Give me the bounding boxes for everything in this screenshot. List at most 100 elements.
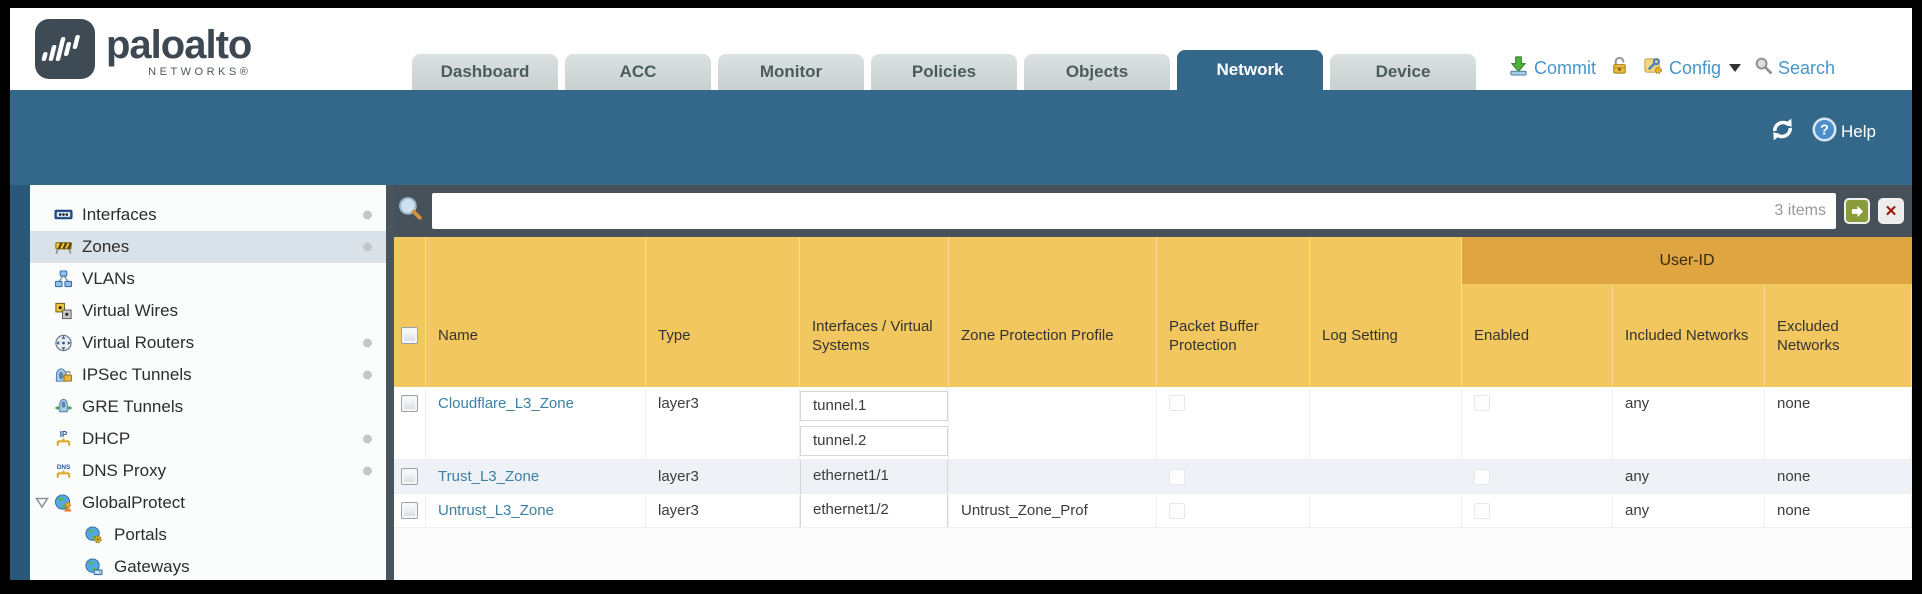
zone-name-link[interactable]: Cloudflare_L3_Zone — [438, 395, 574, 412]
commit-icon — [1508, 55, 1529, 81]
tab-policies[interactable]: Policies — [871, 54, 1017, 90]
status-dot — [363, 242, 372, 252]
sidebar-item-gateways[interactable]: Gateways — [30, 551, 386, 580]
dns-proxy-icon: DNS — [54, 462, 73, 481]
zone-name-link[interactable]: Trust_L3_Zone — [438, 468, 540, 485]
zone-protection-profile — [949, 460, 1157, 493]
status-dot — [363, 338, 372, 348]
packet-buffer-protection-checkbox[interactable] — [1169, 468, 1185, 485]
sidebar-item-ipsec-tunnels[interactable]: IPSec Tunnels — [30, 359, 386, 391]
top-actions: Commit Con — [1508, 55, 1835, 81]
commit-button[interactable]: Commit — [1508, 55, 1596, 81]
user-id-enabled-checkbox[interactable] — [1474, 395, 1490, 411]
log-setting — [1310, 460, 1462, 493]
user-id-enabled-checkbox[interactable] — [1474, 502, 1490, 519]
user-id-enabled-checkbox[interactable] — [1474, 468, 1490, 485]
globalprotect-icon — [54, 494, 73, 513]
virtual-wires-icon — [54, 302, 73, 321]
interface-value: tunnel.1 — [800, 391, 948, 421]
dhcp-icon: IP — [54, 430, 73, 449]
main-nav-tabs: Dashboard ACC Monitor Policies Objects N… — [412, 50, 1483, 90]
zone-type: layer3 — [646, 460, 800, 493]
sidebar-item-interfaces[interactable]: Interfaces — [30, 199, 386, 231]
column-header-interfaces[interactable]: Interfaces / Virtual Systems — [800, 284, 949, 387]
portals-icon — [84, 526, 103, 545]
log-setting — [1310, 387, 1462, 459]
sidebar-item-label: Gateways — [114, 557, 190, 576]
interface-value: ethernet1/1 — [800, 460, 948, 493]
sidebar-item-label: GRE Tunnels — [82, 397, 184, 416]
sidebar-item-zones[interactable]: Zones — [30, 231, 386, 263]
config-menu-button[interactable]: Config — [1643, 55, 1742, 81]
refresh-icon[interactable] — [1769, 116, 1796, 148]
tab-network[interactable]: Network — [1177, 50, 1323, 90]
column-header-included-networks[interactable]: Included Networks — [1613, 284, 1765, 387]
interface-value: tunnel.2 — [800, 426, 948, 456]
column-header-excluded-networks[interactable]: Excluded Networks — [1765, 284, 1912, 387]
column-header-name[interactable]: Name — [426, 284, 646, 387]
sidebar-item-portals[interactable]: Portals — [30, 519, 386, 551]
config-icon — [1643, 55, 1664, 81]
gre-tunnels-icon — [54, 398, 73, 417]
excluded-networks: none — [1765, 460, 1912, 493]
svg-text:IP: IP — [60, 430, 68, 439]
packet-buffer-protection-checkbox[interactable] — [1169, 395, 1185, 411]
interfaces-icon — [54, 206, 73, 225]
checkbox[interactable] — [401, 327, 418, 344]
table-row-trust-l3-zone: Trust_L3_Zone layer3 ethernet1/1 any non… — [394, 460, 1912, 494]
chevron-down-icon — [1729, 64, 1742, 72]
zones-table-header: User-ID Name Type Interfaces / Virtual S… — [394, 237, 1912, 387]
tab-device[interactable]: Device — [1330, 54, 1476, 90]
zone-protection-profile — [949, 387, 1157, 459]
packet-buffer-protection-checkbox[interactable] — [1169, 502, 1185, 519]
paloalto-logo-icon — [34, 18, 96, 85]
table-empty-space — [394, 528, 1912, 580]
excluded-networks: none — [1765, 494, 1912, 527]
tab-dashboard[interactable]: Dashboard — [412, 54, 558, 90]
column-header-zone-protection-profile[interactable]: Zone Protection Profile — [949, 284, 1157, 387]
sidebar-item-gre-tunnels[interactable]: GRE Tunnels — [30, 391, 386, 423]
column-header-packet-buffer-protection[interactable]: Packet Buffer Protection — [1157, 284, 1310, 387]
included-networks: any — [1613, 494, 1765, 527]
apply-filter-button[interactable] — [1844, 198, 1870, 224]
sidebar-item-dhcp[interactable]: IP DHCP — [30, 423, 386, 455]
column-header-log-setting[interactable]: Log Setting — [1310, 284, 1462, 387]
row-checkbox[interactable] — [401, 395, 418, 412]
paloalto-logo: paloalto NETWORKS® — [34, 18, 252, 85]
lock-icon[interactable] — [1609, 55, 1630, 81]
row-checkbox[interactable] — [401, 468, 418, 485]
select-all-checkbox[interactable] — [394, 284, 426, 387]
zone-name-link[interactable]: Untrust_L3_Zone — [438, 502, 554, 519]
sidebar-item-vlans[interactable]: VLANs — [30, 263, 386, 295]
sidebar-item-dns-proxy[interactable]: DNS DNS Proxy — [30, 455, 386, 487]
filter-input[interactable] — [432, 193, 1836, 229]
brand-subname: NETWORKS® — [148, 66, 252, 78]
sidebar-item-label: Virtual Wires — [82, 301, 179, 320]
clear-filter-button[interactable]: ✕ — [1878, 198, 1904, 224]
brand-name: paloalto — [106, 23, 252, 67]
sidebar-item-label: Portals — [114, 525, 167, 544]
tab-objects[interactable]: Objects — [1024, 54, 1170, 90]
column-header-type[interactable]: Type — [646, 284, 800, 387]
included-networks: any — [1613, 460, 1765, 493]
header-band: ? Help — [10, 90, 1912, 185]
expand-caret-icon[interactable] — [35, 497, 49, 509]
tab-acc[interactable]: ACC — [565, 54, 711, 90]
row-checkbox[interactable] — [401, 502, 418, 519]
tab-monitor[interactable]: Monitor — [718, 54, 864, 90]
interface-value: ethernet1/2 — [800, 494, 948, 527]
sidebar-item-label: DHCP — [82, 429, 131, 448]
column-header-enabled[interactable]: Enabled — [1462, 284, 1613, 387]
sidebar-splitter[interactable] — [386, 185, 394, 580]
help-icon: ? — [1812, 117, 1837, 147]
status-dot — [363, 466, 372, 476]
sidebar-item-label: GlobalProtect — [82, 493, 185, 512]
global-search-button[interactable]: Search — [1754, 56, 1835, 80]
sidebar-item-label: Virtual Routers — [82, 333, 195, 352]
sidebar-item-virtual-wires[interactable]: Virtual Wires — [30, 295, 386, 327]
help-button[interactable]: ? Help — [1812, 117, 1876, 147]
sidebar-item-globalprotect[interactable]: GlobalProtect — [30, 487, 386, 519]
table-row-cloudflare-l3-zone: Cloudflare_L3_Zone layer3 tunnel.1 tunne… — [394, 387, 1912, 460]
zone-type: layer3 — [646, 494, 800, 527]
sidebar-item-virtual-routers[interactable]: Virtual Routers — [30, 327, 386, 359]
